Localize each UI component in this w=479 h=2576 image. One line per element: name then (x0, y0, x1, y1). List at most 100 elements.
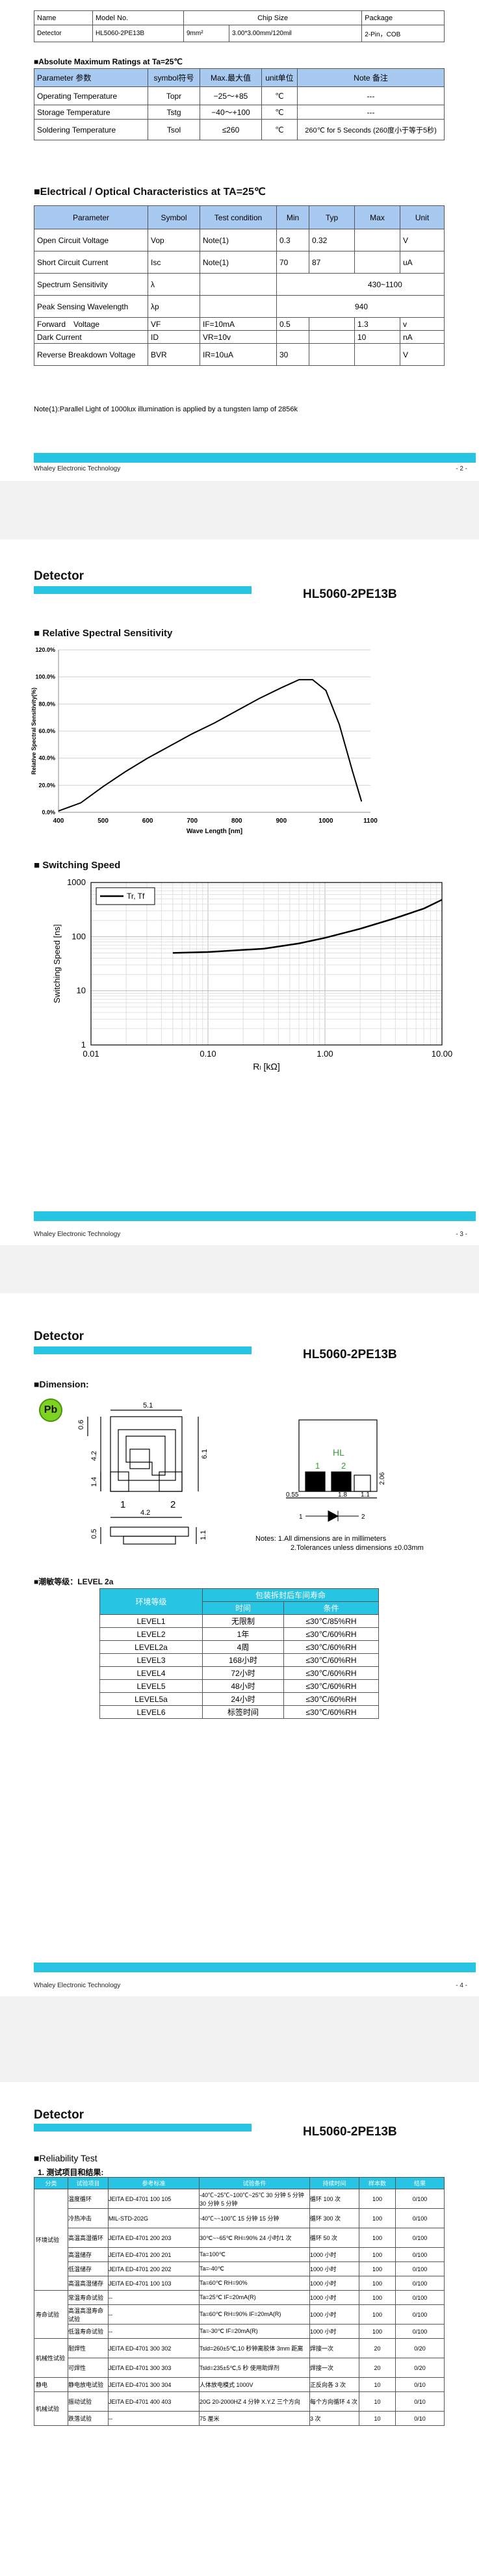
cell: -40℃~~100℃ 15 分钟 15 分钟 (199, 2208, 310, 2228)
cell: Forward Voltage (34, 317, 148, 331)
cell: Tsol (148, 119, 200, 140)
cell: Dark Current (34, 330, 148, 344)
cell: -- (108, 2324, 200, 2339)
cell: 1年 (202, 1627, 284, 1641)
cell: 1000 小时 (309, 2290, 359, 2305)
header-bar (34, 2124, 252, 2132)
cell: λp (148, 295, 200, 318)
model-title: HL5060-2PE13B (303, 2125, 397, 2139)
x-tick-label: 0.10 (200, 1049, 216, 1059)
dimension-title: ■Dimension: (34, 1379, 89, 1389)
footer-company: Whaley Electronic Technology (34, 1231, 121, 1238)
cell (276, 330, 309, 344)
cell: Isc (148, 251, 200, 274)
table-row: 高温高湿寿命试验--Ta=60℃ RH=90% IF=20mA(R)1000 小… (34, 2304, 445, 2325)
cell: 1000 小时 (309, 2247, 359, 2262)
cell: 100 (359, 2189, 396, 2209)
cell: ≤260 (200, 119, 262, 140)
y-axis-label: Switching Speed [ns] (52, 924, 62, 1003)
y-tick-label: 120.0% (35, 647, 55, 653)
switching-title: ■ Switching Speed (34, 860, 121, 871)
cell: V (400, 343, 445, 366)
y-tick-label: 40.0% (38, 755, 55, 762)
cell: 430~1100 (276, 273, 445, 296)
cell: 0/100 (395, 2261, 445, 2276)
cell (354, 229, 400, 251)
cell: 260℃ for 5 Seconds (260度小于等于5秒) (297, 119, 445, 140)
page-gap (0, 1996, 479, 2082)
cell: LEVEL5 (99, 1679, 203, 1693)
footer-page: - 3 - (456, 1231, 467, 1238)
hl-label: HL (333, 1447, 344, 1458)
cell: 0/100 (395, 2228, 445, 2248)
page-title: Detector (34, 569, 84, 583)
sensitivity-curve (58, 678, 363, 812)
y-tick-label: 10 (77, 986, 86, 996)
cell: HL5060-2PE13B (92, 25, 184, 42)
cell: 0/100 (395, 2208, 445, 2228)
cell: Max (354, 205, 400, 229)
cell: 焊接一次 (309, 2338, 359, 2358)
dim-label: 0.55 (286, 1491, 299, 1499)
cell: 0/100 (395, 2324, 445, 2339)
abs-table: Parameter 参数 symbol符号 Max.最大值 unit单位 Not… (34, 68, 445, 140)
cell: 100 (359, 2247, 396, 2262)
pin-label: 1 (315, 1461, 320, 1471)
cell: JEITA ED-4701 300 304 (108, 2377, 200, 2392)
cell: ≤30℃/60%RH (283, 1679, 379, 1693)
diode-symbol (305, 1510, 359, 1522)
reliability-subtitle: 1. 测试项目和结果: (38, 2168, 104, 2177)
footer-bar (34, 1963, 476, 1972)
cell: Note(1) (200, 251, 277, 274)
cell: −40～+100 (200, 105, 262, 120)
dim-label: 1.8 (338, 1491, 347, 1499)
cell: JEITA ED-4701 200 202 (108, 2261, 200, 2276)
cell: Tstg (148, 105, 200, 120)
cell: Ta=25℃ IF=20mA(R) (199, 2290, 310, 2305)
footer-page: - 2 - (456, 465, 467, 472)
cell: 冷热冲击 (68, 2208, 109, 2228)
x-axis-label: Rₗ [kΩ] (253, 1061, 280, 1072)
info-table: Name Model No. Chip Size Package Detecto… (34, 10, 445, 42)
table-row: Storage Temperature Tstg −40～+100 ℃ --- (34, 105, 445, 120)
cell: ℃ (261, 86, 298, 105)
cell: 高温高湿储存 (68, 2276, 109, 2291)
moisture-title: ■潮敏等级：LEVEL 2a (34, 1577, 114, 1586)
cell: V (400, 229, 445, 251)
pb-free-logo: Pb (39, 1398, 62, 1422)
cell: LEVEL6 (99, 1705, 203, 1719)
cell: 持续时间 (309, 2177, 359, 2189)
x-tick-label: 700 (187, 818, 198, 825)
x-tick-label: 600 (142, 818, 153, 825)
cell: 1000 小时 (309, 2304, 359, 2325)
cell: ℃ (261, 105, 298, 120)
cell (200, 273, 277, 296)
cell: v (400, 317, 445, 331)
table-row: Soldering Temperature Tsol ≤260 ℃ 260℃ f… (34, 119, 445, 140)
page-gap (0, 481, 479, 539)
eo-table: Parameter Symbol Test condition Min Typ … (34, 205, 445, 366)
cell: Open Circuit Voltage (34, 229, 148, 251)
cell: Vop (148, 229, 200, 251)
cell: 环境试验 (34, 2189, 68, 2291)
cell: Test condition (200, 205, 277, 229)
cell: 循环 300 次 (309, 2208, 359, 2228)
x-tick-label: 900 (276, 818, 287, 825)
dim-label: 4.2 (140, 1509, 150, 1517)
cell: 温度循环 (68, 2189, 109, 2209)
cell: 0/100 (395, 2304, 445, 2325)
cell: 试验条件 (199, 2177, 310, 2189)
cell: 940 (276, 295, 445, 318)
footer-bar (34, 1211, 476, 1221)
cell: 低温储存 (68, 2261, 109, 2276)
cell: 高温储存 (68, 2247, 109, 2262)
pin-label: 1 (299, 1513, 303, 1521)
x-axis-label: Wave Length [nm] (187, 828, 242, 835)
legend-label: Tr, Tf (127, 892, 145, 901)
cell: 循环 100 次 (309, 2189, 359, 2209)
